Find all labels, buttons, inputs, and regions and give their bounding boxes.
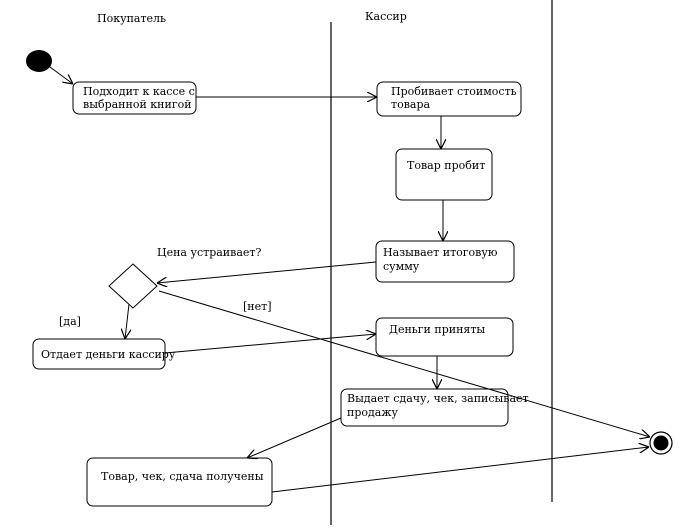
decision-diamond (108, 263, 158, 309)
action-money-taken: Деньги приняты (375, 317, 514, 357)
action-item-rung-up: Товар пробит (395, 148, 493, 201)
flow-tell-total-to-decision (157, 261, 377, 283)
flow-give-change-to-received (247, 417, 342, 458)
svg-text:Отдает деньги кассиру: Отдает деньги кассиру (41, 348, 176, 361)
guard-yes-label: [да] (59, 315, 81, 328)
svg-text:Товар, чек, сдача получены: Товар, чек, сдача получены (101, 470, 264, 483)
flow-received-to-final (271, 447, 649, 493)
action-items-received: Товар, чек, сдача получены (86, 457, 273, 507)
swimlane-customer-label: Покупатель (97, 12, 166, 25)
svg-text:Деньги приняты: Деньги приняты (389, 323, 485, 336)
initial-node (26, 50, 52, 72)
flow-start-to-approach (49, 66, 73, 84)
swimlane-cashier-label: Кассир (365, 10, 407, 23)
action-pay-cashier: Отдает деньги кассиру (32, 338, 176, 370)
flow-decision-yes-to-pay (125, 303, 129, 339)
decision-question-label: Цена устраивает? (157, 246, 261, 259)
final-node (649, 431, 673, 455)
flow-decision-no-to-final (158, 290, 650, 437)
flow-pay-to-money-taken (164, 334, 376, 354)
svg-text:Товар пробит: Товар пробит (407, 159, 485, 172)
guard-no-label: [нет] (243, 300, 272, 313)
